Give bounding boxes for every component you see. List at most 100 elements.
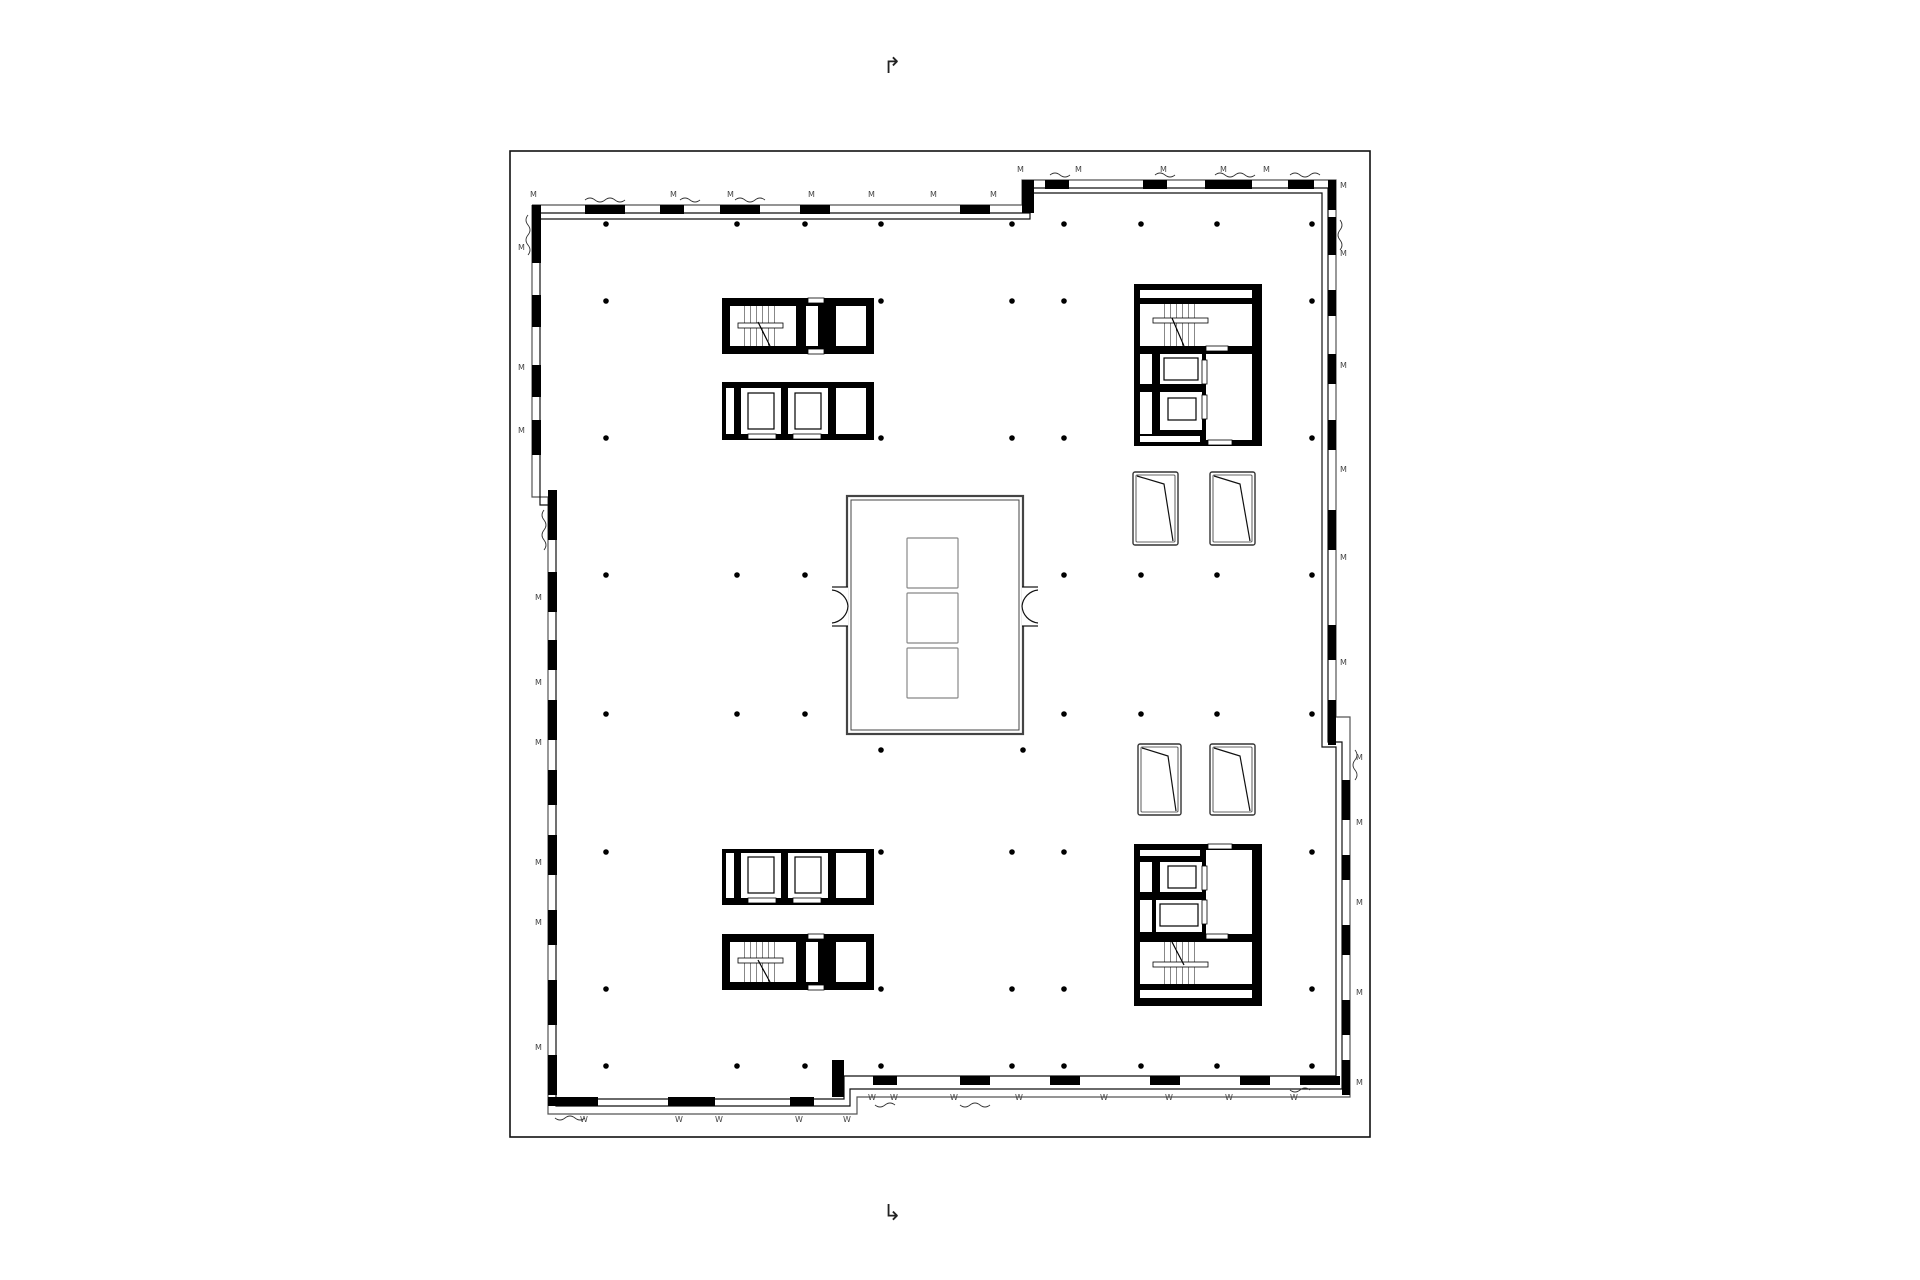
svg-text:W: W [1165,1093,1173,1102]
column-dot [603,435,609,441]
svg-text:W: W [675,1115,683,1124]
column-dot [1309,572,1315,578]
svg-text:M: M [1220,165,1227,174]
svg-text:M: M [1160,165,1167,174]
svg-text:W: W [1015,1093,1023,1102]
service-shafts [1132,471,1256,816]
atrium-skylights [906,537,959,699]
facade-solid-panels [532,180,1350,1106]
column-dot [878,435,884,441]
svg-text:M: M [1356,1078,1363,1087]
column-dot [603,572,609,578]
column-dot [878,986,884,992]
column-dot [878,221,884,227]
svg-text:W: W [715,1115,723,1124]
column-dot [1309,221,1315,227]
core-northeast [1134,284,1262,446]
core-southeast [1134,843,1262,1006]
column-dot [1309,298,1315,304]
column-dot [1138,1063,1144,1069]
column-dot [802,711,808,717]
column-dot [603,711,609,717]
column-dot [1061,1063,1067,1069]
svg-text:M: M [1340,658,1347,667]
core-northwest-stair [722,297,874,355]
svg-text:M: M [530,190,537,199]
column-dot [603,298,609,304]
column-dot [603,849,609,855]
facade-planting-markers [525,172,1358,1121]
svg-text:M: M [930,190,937,199]
svg-text:M: M [1340,181,1347,190]
column-dot [1061,849,1067,855]
svg-text:M: M [518,363,525,372]
column-dot [878,849,884,855]
column-dot [1309,711,1315,717]
column-dot [878,747,884,753]
svg-text:M: M [1356,818,1363,827]
svg-text:M: M [1356,898,1363,907]
column-dot [1309,1063,1315,1069]
core-southwest-lifts [722,849,874,905]
svg-text:M: M [1340,249,1347,258]
svg-text:M: M [535,918,542,927]
svg-text:W: W [1290,1093,1298,1102]
svg-text:W: W [1100,1093,1108,1102]
column-dot [603,986,609,992]
atrium-door-west [831,586,849,627]
svg-text:M: M [518,243,525,252]
column-dot [1061,711,1067,717]
svg-text:W: W [868,1093,876,1102]
column-dot [1061,298,1067,304]
central-atrium [831,494,1039,736]
column-dot [1309,435,1315,441]
section-marker-bottom: ↳ [883,1201,902,1226]
column-dot [1214,572,1220,578]
column-dot [1061,221,1067,227]
svg-text:M: M [535,1043,542,1052]
column-dot [802,572,808,578]
svg-text:M: M [535,738,542,747]
svg-text:M: M [1340,361,1347,370]
column-dot [734,572,740,578]
column-dot [1214,711,1220,717]
column-dot [1009,298,1015,304]
svg-text:W: W [890,1093,898,1102]
column-dot [1138,572,1144,578]
column-dot [1009,221,1015,227]
column-dot [878,298,884,304]
column-dot [603,1063,609,1069]
column-dot [1009,1063,1015,1069]
svg-text:M: M [1340,553,1347,562]
svg-text:W: W [950,1093,958,1102]
section-marker-top: ↱ [883,54,902,79]
svg-text:M: M [1017,165,1024,174]
column-dot [878,1063,884,1069]
column-dot [1009,435,1015,441]
svg-text:W: W [580,1115,588,1124]
structural-columns [603,221,1315,1069]
column-dot [1214,1063,1220,1069]
column-dot [734,1063,740,1069]
svg-text:M: M [535,678,542,687]
svg-text:M: M [535,858,542,867]
column-dot [1061,435,1067,441]
column-dot [802,221,808,227]
column-dot [1061,986,1067,992]
column-dot [1009,986,1015,992]
svg-text:M: M [808,190,815,199]
column-dot [1309,849,1315,855]
svg-text:M: M [1263,165,1270,174]
column-dot [734,221,740,227]
svg-text:M: M [868,190,875,199]
core-northwest-lifts [722,382,874,440]
svg-text:M: M [535,593,542,602]
column-dot [1009,849,1015,855]
column-dot [1138,221,1144,227]
column-dot [802,1063,808,1069]
column-dot [734,711,740,717]
atrium-door-east [1021,586,1039,627]
svg-text:M: M [727,190,734,199]
